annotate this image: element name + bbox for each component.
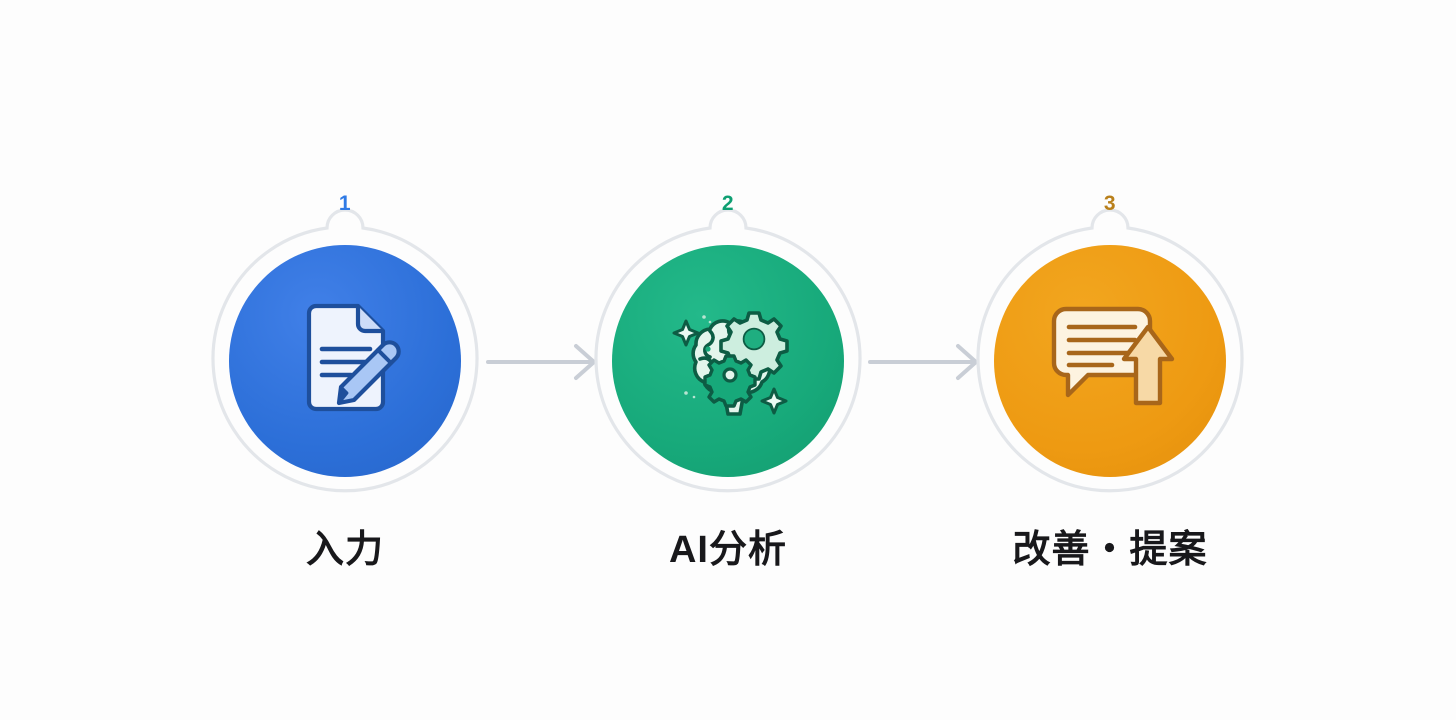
arrow-step1-to-step2: [450, 322, 630, 402]
arrow-right-icon: [868, 344, 978, 380]
step-2-ring: [594, 208, 862, 493]
speech-bubble-arrow-up-icon: [1051, 306, 1175, 406]
step-3-label: 改善・提案: [1012, 529, 1208, 571]
step-3-ring: [976, 208, 1244, 493]
process-step-2[interactable]: 2: [578, 180, 878, 571]
step-1-ring-wrapper: 1: [195, 180, 495, 510]
step-1-disc[interactable]: [229, 245, 461, 477]
arrow-step2-to-step3: [832, 322, 1012, 402]
step-2-disc[interactable]: [612, 245, 844, 477]
step-2-ring-wrapper: 2: [578, 180, 878, 510]
step-2-number: 2: [721, 192, 735, 215]
step-2-icon-container: [612, 245, 844, 477]
step-1-icon-container: [229, 245, 461, 477]
process-step-1[interactable]: 1: [195, 180, 495, 571]
step-1-ring: [211, 208, 479, 493]
arrow-right-icon: [486, 344, 596, 380]
sparkle-icon: [760, 387, 788, 415]
document-pencil-icon: [306, 303, 401, 412]
step-3-number: 3: [1103, 192, 1117, 215]
brain-gears-icon: [672, 311, 789, 416]
step-1-label: 入力: [305, 529, 384, 571]
sparkle-icon: [672, 319, 700, 347]
step-1-number: 1: [338, 192, 352, 215]
step-3-ring-wrapper: 3: [960, 180, 1260, 510]
step-2-label: AI分析: [668, 529, 787, 571]
process-step-3[interactable]: 3 改善・提案: [960, 180, 1260, 571]
step-3-icon-container: [994, 245, 1226, 477]
step-3-disc[interactable]: [994, 245, 1226, 477]
